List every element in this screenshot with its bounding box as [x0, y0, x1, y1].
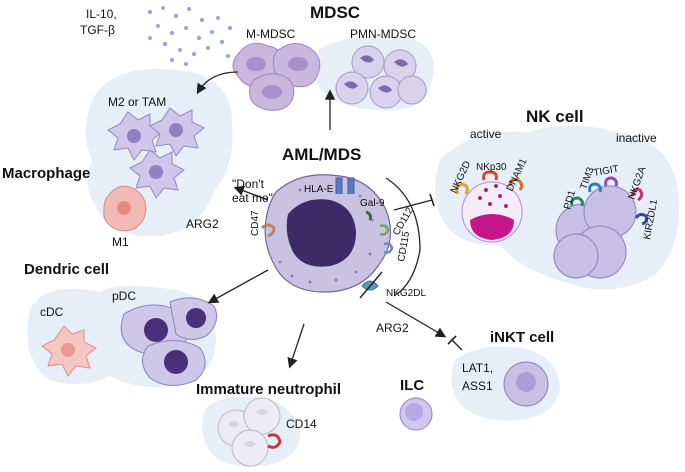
ilc-title: ILC [400, 377, 424, 394]
inhibit-inkt [451, 339, 463, 351]
nkp30-icon [482, 170, 498, 181]
arrow-mdsc-to-macrophage [196, 71, 239, 95]
m-mdsc-label: M-MDSC [246, 27, 296, 41]
nk-title: NK cell [526, 107, 584, 126]
nk-active-label: active [470, 127, 502, 141]
tim3-icon [588, 182, 602, 193]
dont-eat-me-label-1: "Don't [232, 177, 265, 191]
cd47-label: CD47 [250, 210, 261, 236]
cd112-icon [379, 224, 390, 236]
pmn-mdsc-cells [335, 45, 427, 109]
gal9-label: Gal-9 [360, 198, 385, 209]
m-mdsc-cells [232, 42, 321, 111]
cd47-icon [260, 223, 276, 238]
inkt-ass1: ASS1 [462, 379, 493, 393]
pmn-mdsc-label: PMN-MDSC [350, 27, 416, 41]
arrow-to-inkt [385, 301, 447, 338]
hla-e-label: HLA-E [304, 184, 334, 195]
neutrophil-cells [217, 397, 281, 467]
tigit-icon [604, 176, 618, 187]
cytokine-label-1: IL-10, [86, 7, 117, 21]
kir2dl1-icon [634, 212, 648, 226]
macrophage-arg2: ARG2 [186, 217, 219, 231]
m1-macrophage [103, 185, 147, 232]
arrow-to-neutrophil [287, 323, 305, 369]
nk-inactive-label: inactive [616, 131, 657, 145]
cytokine-dots [147, 6, 233, 66]
m2-macrophages [107, 107, 205, 199]
tumor-cell [264, 174, 392, 293]
inhibit-nk [393, 199, 433, 211]
mdsc-title: MDSC [310, 3, 360, 22]
gal9-icon [365, 210, 372, 221]
cd14-icon [267, 433, 282, 449]
cd115-label: CD115 [396, 230, 412, 262]
tigit-label: TIGIT [593, 164, 620, 179]
pd1-icon [570, 196, 584, 207]
nk-active-cell [461, 181, 523, 243]
macrophage-title: Macrophage [2, 165, 90, 182]
nkp30-label: NKp30 [476, 162, 507, 173]
inkt-lat1: LAT1, [462, 361, 493, 375]
arrow-to-dendritic [207, 269, 269, 304]
neutrophil-title: Immature neutrophil [196, 381, 341, 398]
center-title: AML/MDS [282, 145, 361, 164]
inkt-cell [503, 361, 549, 407]
pdc-cells [120, 297, 218, 386]
inhibit-inkt-bar [447, 335, 457, 345]
cdc-cell [41, 325, 97, 377]
cd115-icon [383, 242, 394, 254]
m2-label: M2 or TAM [108, 95, 166, 109]
cd14-label: CD14 [286, 417, 317, 431]
curve-to-nk [385, 177, 421, 297]
dnam1-icon [508, 178, 524, 191]
dendritic-title: Dendric cell [24, 261, 109, 278]
inkt-title: iNKT cell [490, 329, 554, 346]
cytokine-label-2: TGF-β [80, 23, 115, 37]
nk-inactive-cells [553, 185, 637, 279]
ilc-cell [399, 397, 433, 431]
nkg2d-icon [455, 182, 469, 195]
m1-label: M1 [112, 235, 129, 249]
hla-e-icon [335, 177, 355, 194]
nkg2a-icon [630, 188, 644, 202]
dont-eat-me-label-2: eat me" [232, 191, 273, 205]
pdc-label: pDC [112, 289, 136, 303]
nkg2dl-icon [359, 271, 383, 299]
pd1-label: PD1 [562, 189, 578, 211]
inhibit-nk-bar [429, 193, 435, 207]
inkt-arg2: ARG2 [376, 321, 409, 335]
cdc-label: cDC [40, 305, 64, 319]
arrow-to-macrophage [233, 185, 269, 201]
nkg2dl-label: NKG2DL [386, 288, 426, 299]
